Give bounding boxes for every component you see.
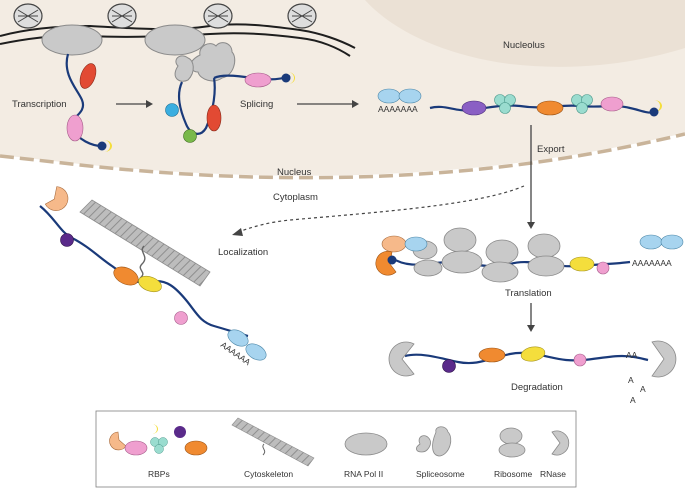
nucleosome-3 bbox=[203, 3, 233, 29]
rnase-right-degradation bbox=[651, 340, 677, 378]
cap-dot-transcription bbox=[97, 141, 107, 151]
legend-ribosome-icon bbox=[498, 427, 526, 458]
legend-rbps-label: RBPs bbox=[148, 469, 170, 479]
cap-dot-translation bbox=[387, 255, 397, 265]
nuclear-envelope bbox=[0, 132, 685, 180]
cap-dot-splicing bbox=[281, 73, 291, 83]
rbp-red-transcription bbox=[79, 63, 97, 89]
legend-cytoskeleton-label: Cytoskeleton bbox=[244, 469, 293, 479]
rbp-pink-localized bbox=[174, 311, 188, 325]
rnase-left-degradation bbox=[388, 341, 415, 377]
ribosome-1 bbox=[441, 227, 483, 274]
translation-label: Translation bbox=[505, 288, 552, 299]
rna-pol-ii-transcription bbox=[41, 24, 103, 56]
legend-rnase-label: RNase bbox=[540, 469, 566, 479]
rbp-darkpurple-degradation bbox=[442, 359, 456, 373]
nucleosome-2 bbox=[107, 3, 137, 29]
legend-spliceosome-icon bbox=[416, 426, 452, 457]
ribosome-2 bbox=[481, 239, 519, 283]
rbp-yellow-degradation bbox=[520, 346, 546, 362]
export-label: Export bbox=[537, 144, 565, 155]
rbp-darkpurple-localized bbox=[60, 233, 74, 247]
localized-mrna bbox=[39, 205, 249, 338]
arrow-localization bbox=[237, 185, 525, 233]
cap-yellow-splicing bbox=[288, 72, 295, 84]
released-a-3: A bbox=[630, 395, 636, 405]
rbp-pink-degradation bbox=[573, 353, 587, 367]
rbp-orange-localized bbox=[113, 266, 139, 286]
rna-pol-ii-splicing bbox=[144, 24, 206, 56]
rbp-teal-cluster-1 bbox=[494, 94, 516, 114]
rbp-pink-nucleus bbox=[600, 96, 624, 112]
pabp-nucleus bbox=[377, 88, 422, 104]
nucleolus-region bbox=[365, 0, 685, 67]
ribosome-3 bbox=[527, 233, 565, 277]
nucleosome-4 bbox=[287, 3, 317, 29]
polya-tail-degradation: AA bbox=[626, 350, 638, 360]
rbp-orange-degradation bbox=[478, 347, 506, 363]
rbp-peach-localized bbox=[44, 186, 69, 211]
degradation-label: Degradation bbox=[511, 382, 563, 393]
spliceosome-splicing-small bbox=[174, 55, 194, 82]
cytoplasm-label: Cytoplasm bbox=[273, 192, 318, 203]
arrowhead-mature bbox=[352, 100, 359, 108]
legend-rbps-icons bbox=[109, 424, 208, 456]
nucleosome-1 bbox=[13, 3, 43, 29]
arrowhead-degradation bbox=[527, 325, 535, 332]
legend-rnase-icon bbox=[551, 430, 570, 456]
spliceosome-splicing bbox=[190, 42, 236, 82]
cap-dot-nucleus bbox=[649, 107, 659, 117]
legend-box bbox=[95, 410, 577, 488]
polya-tail-translation: AAAAAAA bbox=[632, 258, 672, 268]
rbp-cyan-splicing bbox=[165, 103, 179, 117]
cap-yellow-transcription bbox=[104, 140, 112, 152]
motor-link bbox=[139, 245, 146, 279]
legend-rna-pol-label: RNA Pol II bbox=[344, 469, 383, 479]
pabp-localized bbox=[227, 329, 267, 361]
nucleolus-label: Nucleolus bbox=[503, 40, 545, 51]
arrowhead-export bbox=[527, 222, 535, 229]
splicing-label: Splicing bbox=[240, 99, 273, 110]
rbp-blue-translation bbox=[404, 236, 428, 252]
rbp-yellow-localized bbox=[138, 275, 162, 293]
rbp-teal-cluster-2 bbox=[571, 94, 593, 114]
legend-cytoskeleton-icon bbox=[231, 417, 315, 467]
released-a-2: A bbox=[640, 384, 646, 394]
cap-yellow-nucleus bbox=[654, 100, 662, 112]
cytoskeleton-filament bbox=[79, 199, 211, 287]
released-a-1: A bbox=[628, 375, 634, 385]
nucleus-label: Nucleus bbox=[277, 167, 312, 178]
arrowhead-splicing bbox=[146, 100, 153, 108]
arrowhead-localization bbox=[232, 228, 243, 236]
rbp-green-splicing bbox=[183, 129, 197, 143]
rbp-yellow-translation bbox=[569, 256, 595, 272]
pabp-translation bbox=[639, 234, 684, 250]
polya-tail-nucleus: AAAAAAA bbox=[378, 104, 418, 114]
rbp-pink-splicing bbox=[244, 72, 272, 88]
legend-spliceosome-label: Spliceosome bbox=[416, 469, 465, 479]
rbp-pink-transcription bbox=[66, 114, 84, 142]
localization-label: Localization bbox=[218, 247, 268, 258]
transcription-label: Transcription bbox=[12, 99, 67, 110]
rbp-red-splicing bbox=[206, 104, 222, 132]
legend-rna-pol-icon bbox=[344, 432, 388, 456]
rbp-peach-translation bbox=[381, 235, 407, 253]
rbp-orange-nucleus bbox=[536, 100, 564, 116]
rbp-purple-nucleus bbox=[461, 100, 487, 116]
legend-ribosome-label: Ribosome bbox=[494, 469, 533, 479]
rbp-pink-translation bbox=[596, 261, 610, 275]
